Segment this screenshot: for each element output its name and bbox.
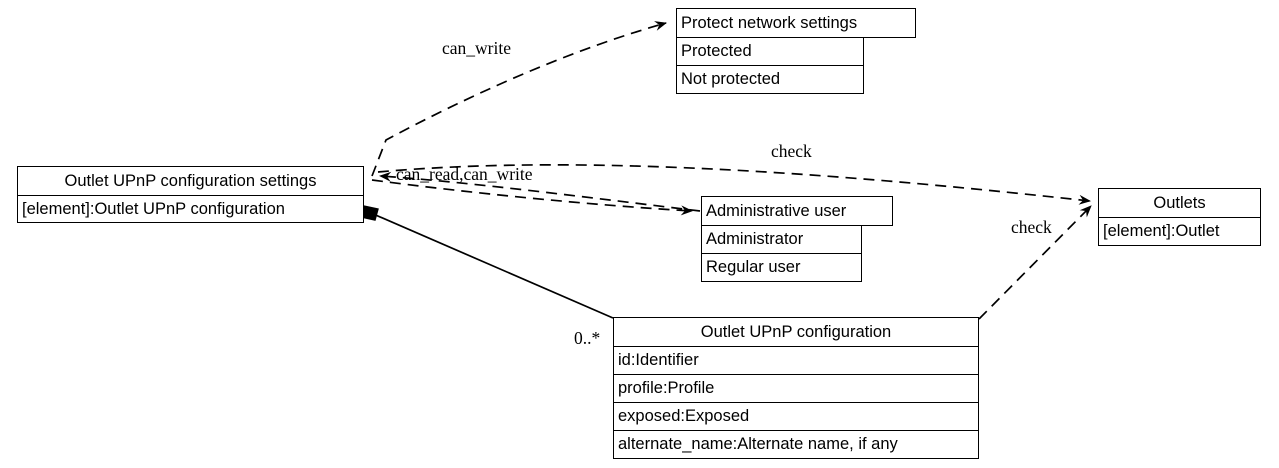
class-attribute-protect-protected: Protected <box>676 37 864 66</box>
edge-settings-to-admin-line <box>371 179 693 216</box>
class-title-protect: Protect network settings <box>676 8 916 38</box>
class-title-outlets: Outlets <box>1098 188 1261 218</box>
class-attribute-config-id: id:Identifier <box>613 346 979 375</box>
class-attribute-protect-not-protected: Not protected <box>676 65 864 94</box>
class-attribute-config-profile: profile:Profile <box>613 374 979 403</box>
class-title-settings: Outlet UPnP configuration settings <box>17 166 364 196</box>
class-attribute-admin-administrator: Administrator <box>701 225 862 254</box>
class-title-admin: Administrative user <box>701 196 893 226</box>
class-attribute-config-exposed: exposed:Exposed <box>613 402 979 431</box>
edge-composition-line <box>370 212 614 319</box>
edge-label-can-write: can_write <box>442 38 511 58</box>
class-attribute-settings-element: [element]:Outlet UPnP configuration <box>17 195 364 223</box>
edge-can-write-line <box>371 21 667 177</box>
class-attribute-config-alternate-name: alternate_name:Alternate name, if any <box>613 430 979 459</box>
edge-label-check-lower: check <box>1011 217 1052 237</box>
edge-label-can-read-can-write: can_read,can_write <box>396 164 533 184</box>
class-attribute-outlets-element: [element]:Outlet <box>1098 217 1261 246</box>
class-attribute-admin-regular-user: Regular user <box>701 253 862 282</box>
class-title-config: Outlet UPnP configuration <box>613 317 979 347</box>
edge-label-multiplicity: 0..* <box>574 328 601 348</box>
edge-label-check-upper: check <box>771 141 812 161</box>
